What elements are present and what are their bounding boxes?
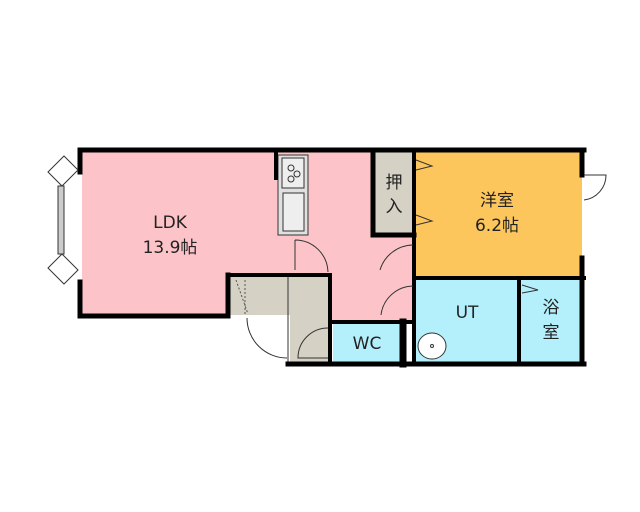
sink (282, 192, 305, 232)
western-label: 洋室 (480, 191, 514, 211)
entrance-area[interactable] (230, 277, 330, 362)
ut-label: UT (456, 303, 479, 323)
wc-room[interactable] (333, 323, 400, 362)
ldk-size: 13.9帖 (143, 238, 198, 258)
doors (47, 155, 607, 359)
bath-label-2: 室 (543, 323, 560, 343)
ldk-label: LDK (153, 213, 188, 233)
closet-label-1: 押 (386, 173, 403, 193)
closet-label-2: 入 (386, 197, 403, 217)
western-size: 6.2帖 (475, 216, 519, 236)
closet-room[interactable] (374, 152, 414, 235)
bath-label-1: 浴 (543, 298, 560, 318)
wc-label: WC (353, 334, 382, 354)
bath-room[interactable] (521, 280, 582, 362)
washbasin (417, 332, 447, 360)
walls (77, 147, 587, 368)
western-room[interactable] (414, 152, 582, 278)
stove-area (281, 157, 305, 189)
